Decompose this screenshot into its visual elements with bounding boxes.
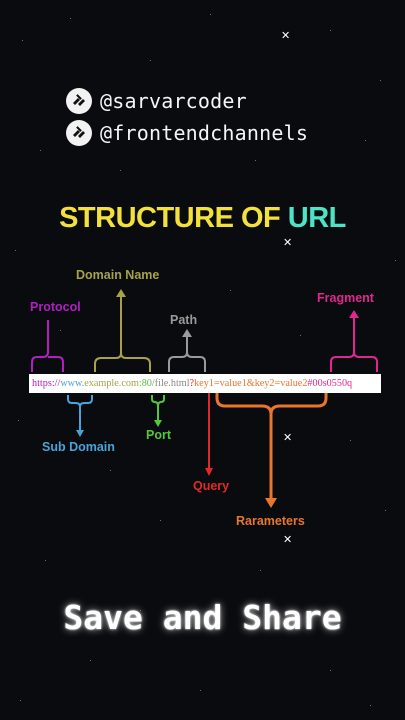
protocol-connector xyxy=(31,320,64,372)
url-subdomain: www. xyxy=(60,378,85,389)
url-example-bar: https://www.example.com:80/file.html?key… xyxy=(29,374,381,393)
label-query: Query xyxy=(193,479,230,493)
sparkle-icon: ✕ xyxy=(283,533,293,546)
url-params: key1=value1&key2=value2 xyxy=(194,378,308,389)
subdomain-connector xyxy=(67,395,93,437)
handle-text: @sarvarcoder xyxy=(100,89,247,113)
url-query-mark: ? xyxy=(189,378,195,389)
url-domain: example.com xyxy=(84,378,139,389)
handle-row-sarvarcoder: @sarvarcoder xyxy=(66,87,247,115)
url-path: /file.html xyxy=(151,378,190,389)
label-path: Path xyxy=(170,313,198,327)
page-title: STRUCTURE OF URL xyxy=(0,202,405,235)
query-connector xyxy=(205,388,213,476)
path-connector xyxy=(168,329,206,372)
fragment-connector xyxy=(330,310,378,372)
title-part-1: STRUCTURE OF xyxy=(59,202,288,234)
title-part-2: URL xyxy=(287,202,347,234)
label-fragment: Fragment xyxy=(317,291,374,305)
port-connector xyxy=(151,395,165,427)
handle-row-frontendchannels: @frontendchannels xyxy=(66,119,308,147)
label-domain-name: Domain Name xyxy=(76,268,160,282)
label-port: Port xyxy=(146,428,171,442)
handle-text: @frontendchannels xyxy=(100,121,309,145)
brand-logo-icon xyxy=(66,88,92,114)
save-and-share-caption: Save and Share xyxy=(63,598,342,637)
label-parameters: Rarameters xyxy=(236,514,305,528)
label-sub-domain: Sub Domain xyxy=(42,440,115,454)
sparkle-icon: ✕ xyxy=(281,29,291,42)
url-fragment: #00s0550q xyxy=(307,378,353,389)
label-protocol: Protocol xyxy=(30,300,81,314)
url-port: :80 xyxy=(138,378,152,389)
url-protocol: https:// xyxy=(32,378,61,389)
domain-connector xyxy=(94,289,151,372)
parameters-connector xyxy=(215,393,328,508)
sparkle-icon: ✕ xyxy=(283,431,293,444)
brand-logo-icon xyxy=(66,120,92,146)
sparkle-icon: ✕ xyxy=(283,236,293,249)
